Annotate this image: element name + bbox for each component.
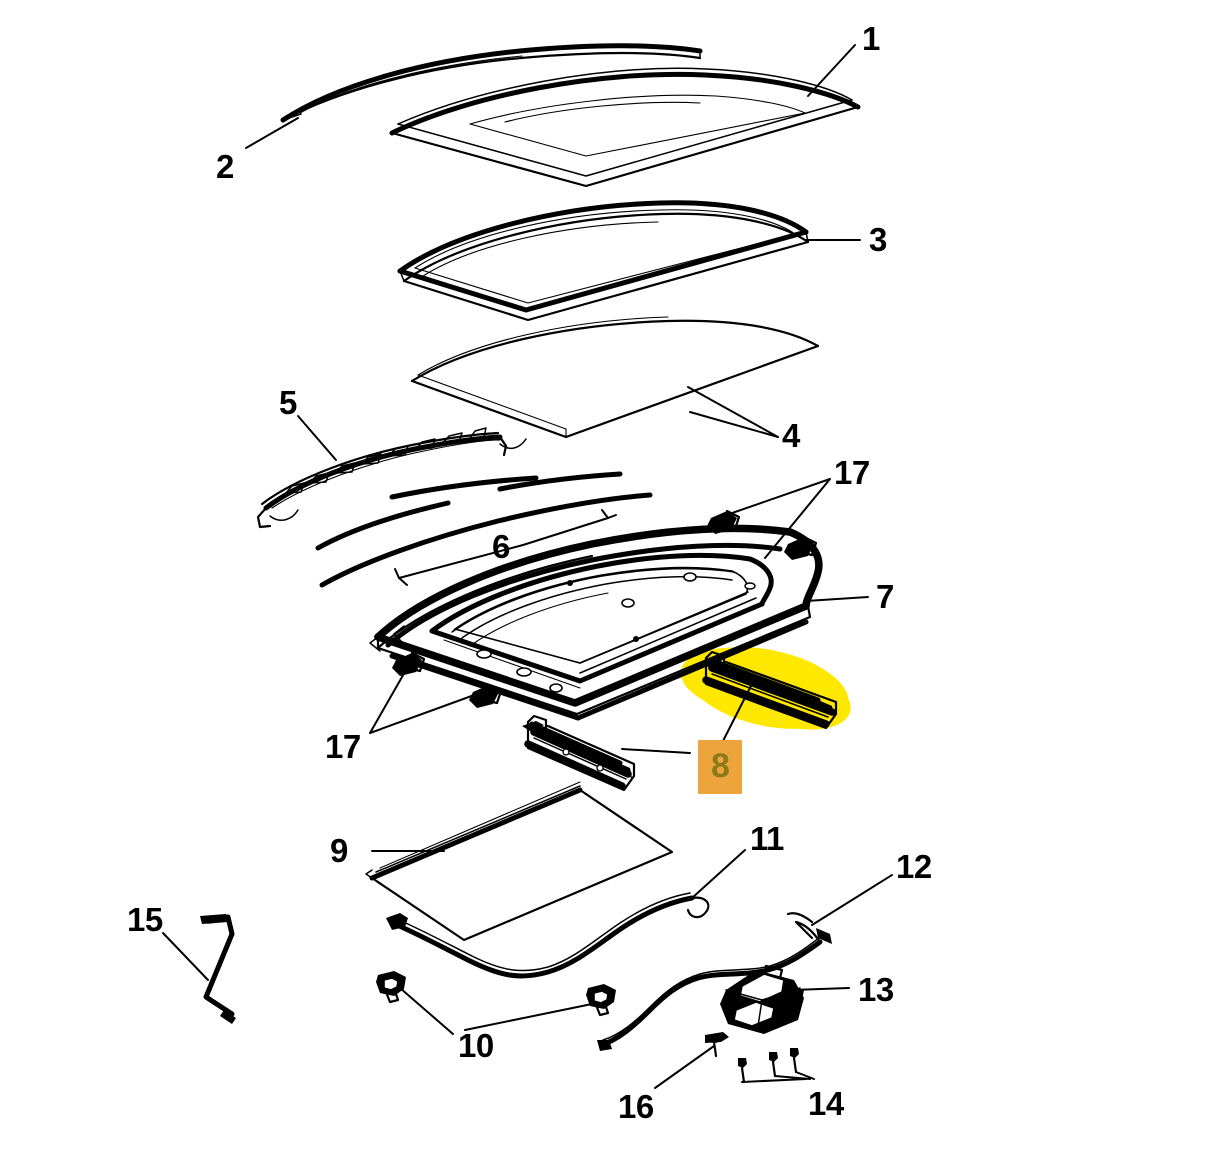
leader-13 xyxy=(791,987,850,991)
leader-6-tick-right xyxy=(601,509,617,519)
part-sunshade xyxy=(365,781,674,942)
leader-12 xyxy=(811,874,893,926)
callout-2[interactable]: 2 xyxy=(216,148,234,185)
callout-10[interactable]: 10 xyxy=(458,1027,494,1064)
part-guide-rail-right xyxy=(700,650,838,730)
leader-8-right xyxy=(722,675,757,742)
part-guide-rail-left xyxy=(522,714,636,792)
part-drive-cable-right xyxy=(597,920,832,1051)
part-drive-cable-left xyxy=(386,892,710,979)
callout-15[interactable]: 15 xyxy=(127,901,163,938)
callout-16[interactable]: 16 xyxy=(618,1088,654,1125)
leader-1 xyxy=(807,44,856,97)
part-front-deflector xyxy=(256,427,527,529)
callout-17-lower[interactable]: 17 xyxy=(325,728,361,765)
part-roof-header-trim xyxy=(280,43,703,123)
callout-3[interactable]: 3 xyxy=(869,221,887,258)
callout-14[interactable]: 14 xyxy=(808,1085,844,1122)
part-grounding-screw xyxy=(705,1032,729,1058)
callout-6[interactable]: 6 xyxy=(492,528,510,565)
leader-15 xyxy=(162,932,209,981)
callout-13[interactable]: 13 xyxy=(858,971,894,1008)
leader-4 xyxy=(687,386,779,438)
leader-11 xyxy=(691,849,746,899)
callout-11[interactable]: 11 xyxy=(750,820,784,857)
callout-8-selected[interactable]: 8 xyxy=(698,740,743,794)
callout-4[interactable]: 4 xyxy=(782,417,800,454)
part-drain-seals xyxy=(315,471,653,588)
leader-8-left xyxy=(621,748,691,754)
callout-17-upper[interactable]: 17 xyxy=(834,454,870,491)
callout-12[interactable]: 12 xyxy=(896,848,932,885)
leader-7 xyxy=(805,596,869,602)
callout-5[interactable]: 5 xyxy=(279,384,297,421)
leader-10 xyxy=(399,987,593,1035)
part-drain-hose-end xyxy=(786,912,814,924)
leader-14 xyxy=(741,1071,815,1083)
leader-16 xyxy=(654,1045,715,1089)
part-sunroof-motor xyxy=(720,964,804,1034)
part-weatherstrip-seal xyxy=(397,200,810,322)
part-cable-clip-left xyxy=(376,971,406,1004)
leader-2 xyxy=(245,117,299,149)
part-manual-crank-wrench xyxy=(200,914,236,1024)
callout-7[interactable]: 7 xyxy=(876,578,894,615)
leader-5 xyxy=(297,415,337,461)
callout-1[interactable]: 1 xyxy=(862,20,880,57)
part-frame-bolts xyxy=(392,509,818,708)
leader-17-lower xyxy=(369,662,489,734)
part-motor-screws xyxy=(738,1048,799,1084)
leader-17-upper xyxy=(711,478,831,559)
leader-6-tick-left xyxy=(394,568,408,586)
callout-9[interactable]: 9 xyxy=(330,832,348,869)
part-roof-panel xyxy=(389,67,861,188)
part-glass-panel xyxy=(410,316,820,439)
leader-6 xyxy=(398,517,609,579)
leader-lines xyxy=(162,44,893,1089)
part-sunroof-frame xyxy=(369,524,823,721)
part-cable-clip-right xyxy=(586,984,616,1017)
